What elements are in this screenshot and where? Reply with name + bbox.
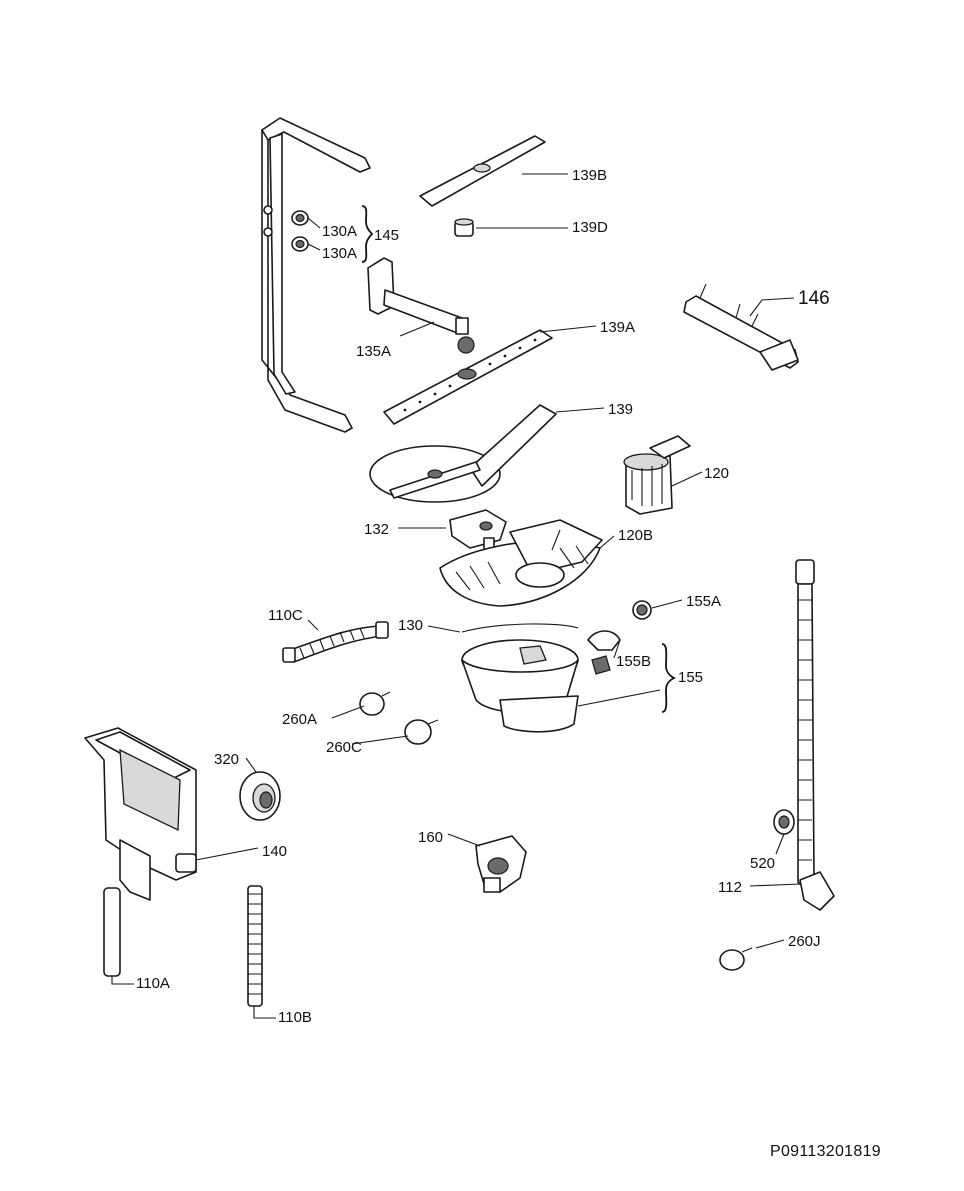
label-145: 145 <box>374 227 399 244</box>
label-110a: 110A <box>136 975 170 992</box>
label-110b: 110B <box>278 1009 312 1026</box>
seal-130a-upper <box>291 210 309 226</box>
leader-lines <box>111 173 801 1019</box>
label-160: 160 <box>418 829 443 846</box>
ring-seal-320 <box>239 771 281 821</box>
label-155: 155 <box>678 669 703 686</box>
spray-arm-139b <box>419 135 546 207</box>
tube-146 <box>683 283 799 371</box>
label-132: 132 <box>364 521 389 538</box>
filter-plate-120b <box>439 519 603 607</box>
clamp-520 <box>773 809 795 835</box>
filter-120 <box>623 435 691 515</box>
brace-155 <box>661 643 677 713</box>
label-120: 120 <box>704 465 729 482</box>
seal-155a <box>632 600 652 620</box>
label-155a: 155A <box>686 593 721 610</box>
label-260j: 260J <box>788 933 821 950</box>
label-130a-lower: 130A <box>322 245 357 262</box>
label-120b: 120B <box>618 527 653 544</box>
water-softener-140 <box>84 727 197 901</box>
hose-110a <box>103 887 121 977</box>
label-146: 146 <box>798 288 830 309</box>
sump-130 <box>461 623 579 733</box>
drain-hose-112 <box>795 559 835 911</box>
label-139d: 139D <box>572 219 608 236</box>
spray-arm-holder-135a <box>367 257 475 354</box>
label-320: 320 <box>214 751 239 768</box>
label-110c: 110C <box>268 607 303 624</box>
label-140: 140 <box>262 843 287 860</box>
seal-130a-lower <box>291 236 309 252</box>
label-139b: 139B <box>572 167 607 184</box>
spray-arm-139 <box>369 404 557 503</box>
part-132 <box>449 509 507 553</box>
label-135a: 135A <box>356 343 391 360</box>
clamp-260j <box>719 947 753 971</box>
spray-arm-139a <box>383 329 553 425</box>
brace-145 <box>361 205 374 263</box>
label-260c: 260C <box>326 739 362 756</box>
label-139: 139 <box>608 401 633 418</box>
clip-155b <box>587 630 621 675</box>
label-130a-upper: 130A <box>322 223 357 240</box>
label-260a: 260A <box>282 711 317 728</box>
label-112: 112 <box>718 879 742 896</box>
label-520: 520 <box>750 855 775 872</box>
hose-110b <box>247 885 263 1007</box>
nut-139d <box>454 218 474 237</box>
part-labels: 139B 139D 130A 130A 145 146 135A 139A 13… <box>136 167 830 1026</box>
drain-pump-160 <box>475 835 527 893</box>
clamp-260c <box>404 719 439 745</box>
clamp-260a <box>359 691 391 716</box>
label-130: 130 <box>398 617 423 634</box>
diagram-code: P09113201819 <box>770 1143 881 1160</box>
hose-110c <box>282 621 389 663</box>
label-139a: 139A <box>600 319 635 336</box>
label-155b: 155B <box>616 653 651 670</box>
upper-spray-tube <box>261 117 371 433</box>
